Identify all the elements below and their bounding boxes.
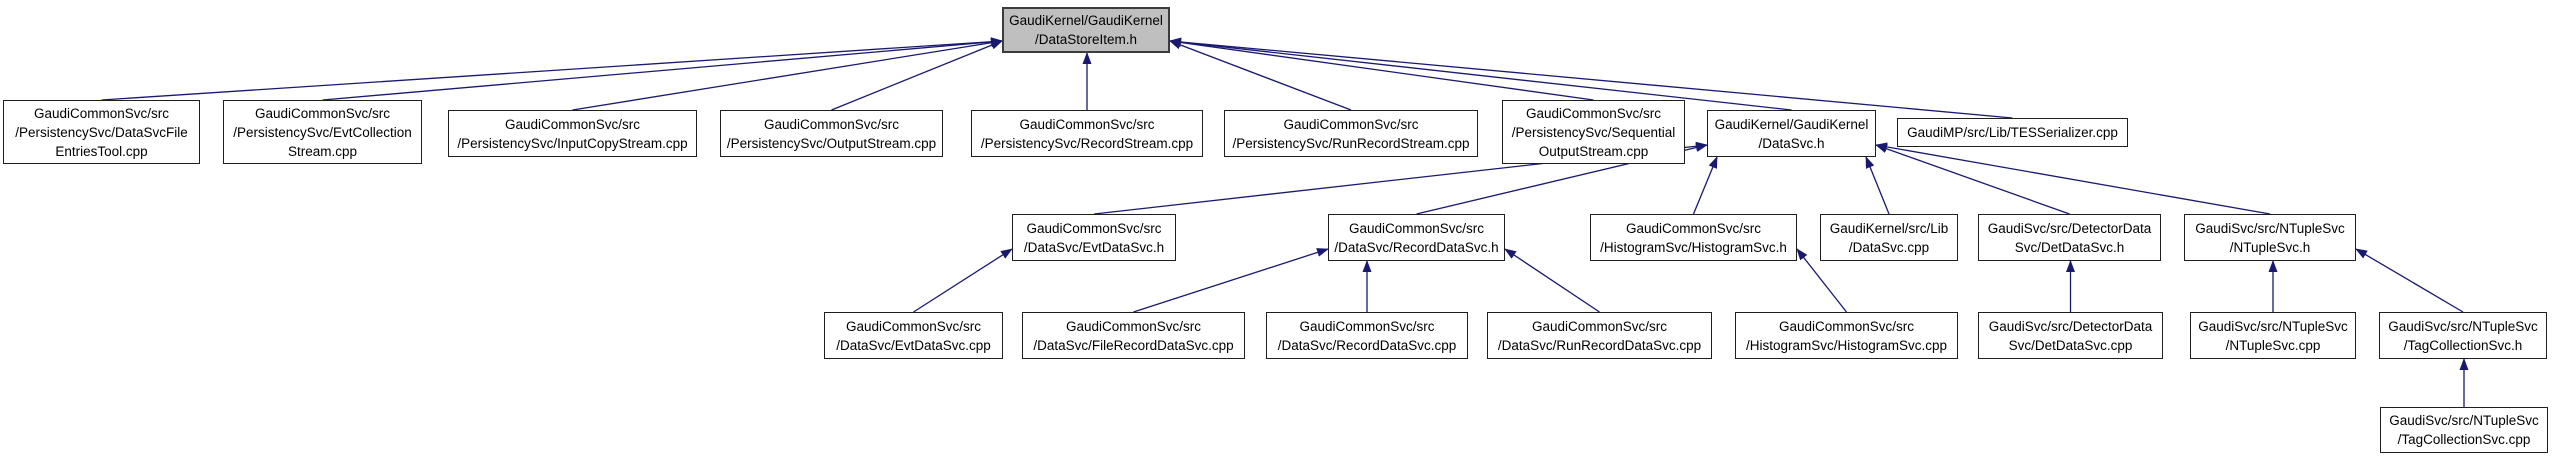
graph-node-sequentialoutputstream-cpp[interactable]: GaudiCommonSvc/src /PersistencySvc/Seque… [1502, 100, 1685, 164]
graph-node-evtdatasvc-h[interactable]: GaudiCommonSvc/src /DataSvc/EvtDataSvc.h [1012, 214, 1176, 261]
graph-node-detdatasvc-h[interactable]: GaudiSvc/src/DetectorData Svc/DetDataSvc… [1978, 214, 2161, 261]
graph-node-tagcollectionsvc-cpp[interactable]: GaudiSvc/src/NTupleSvc /TagCollectionSvc… [2380, 407, 2548, 453]
graph-node-runrecordstream-cpp[interactable]: GaudiCommonSvc/src /PersistencySvc/RunRe… [1224, 110, 1478, 157]
graph-node-detdatasvc-cpp[interactable]: GaudiSvc/src/DetectorData Svc/DetDataSvc… [1978, 312, 2163, 359]
graph-node-recorddatasvc-h[interactable]: GaudiCommonSvc/src /DataSvc/RecordDataSv… [1328, 214, 1505, 261]
graph-node-datasvc-cpp[interactable]: GaudiKernel/src/Lib /DataSvc.cpp [1820, 214, 1958, 261]
graph-node-evtcollectionstream-cpp[interactable]: GaudiCommonSvc/src /PersistencySvc/EvtCo… [223, 100, 422, 164]
graph-node-outputstream-cpp[interactable]: GaudiCommonSvc/src /PersistencySvc/Outpu… [720, 110, 943, 157]
graph-node-histogramsvc-cpp[interactable]: GaudiCommonSvc/src /HistogramSvc/Histogr… [1735, 312, 1958, 359]
graph-node-tagcollectionsvc-h[interactable]: GaudiSvc/src/NTupleSvc /TagCollectionSvc… [2379, 312, 2547, 359]
graph-node-ntuplesvc-h[interactable]: GaudiSvc/src/NTupleSvc /NTupleSvc.h [2184, 214, 2356, 261]
graph-node-filerecorddatasvc-cpp[interactable]: GaudiCommonSvc/src /DataSvc/FileRecordDa… [1022, 312, 1245, 359]
graph-node-datastoreitem-h: GaudiKernel/GaudiKernel /DataStoreItem.h [1002, 7, 1170, 53]
graph-node-datasvc-h[interactable]: GaudiKernel/GaudiKernel /DataSvc.h [1707, 110, 1876, 157]
graph-node-datasvcfileentriestool-cpp[interactable]: GaudiCommonSvc/src /PersistencySvc/DataS… [3, 100, 200, 164]
graph-node-runrecorddatasvc-cpp[interactable]: GaudiCommonSvc/src /DataSvc/RunRecordDat… [1487, 312, 1712, 359]
graph-node-recordstream-cpp[interactable]: GaudiCommonSvc/src /PersistencySvc/Recor… [971, 110, 1203, 157]
graph-node-ntuplesvc-cpp[interactable]: GaudiSvc/src/NTupleSvc /NTupleSvc.cpp [2190, 312, 2356, 359]
graph-node-inputcopystream-cpp[interactable]: GaudiCommonSvc/src /PersistencySvc/Input… [448, 110, 697, 157]
graph-node-evtdatasvc-cpp[interactable]: GaudiCommonSvc/src /DataSvc/EvtDataSvc.c… [824, 312, 1003, 359]
graph-node-recorddatasvc-cpp[interactable]: GaudiCommonSvc/src /DataSvc/RecordDataSv… [1266, 312, 1468, 359]
graph-node-histogramsvc-h[interactable]: GaudiCommonSvc/src /HistogramSvc/Histogr… [1590, 214, 1797, 261]
graph-node-tesserializer-cpp[interactable]: GaudiMP/src/Lib/TESSerializer.cpp [1897, 118, 2128, 147]
